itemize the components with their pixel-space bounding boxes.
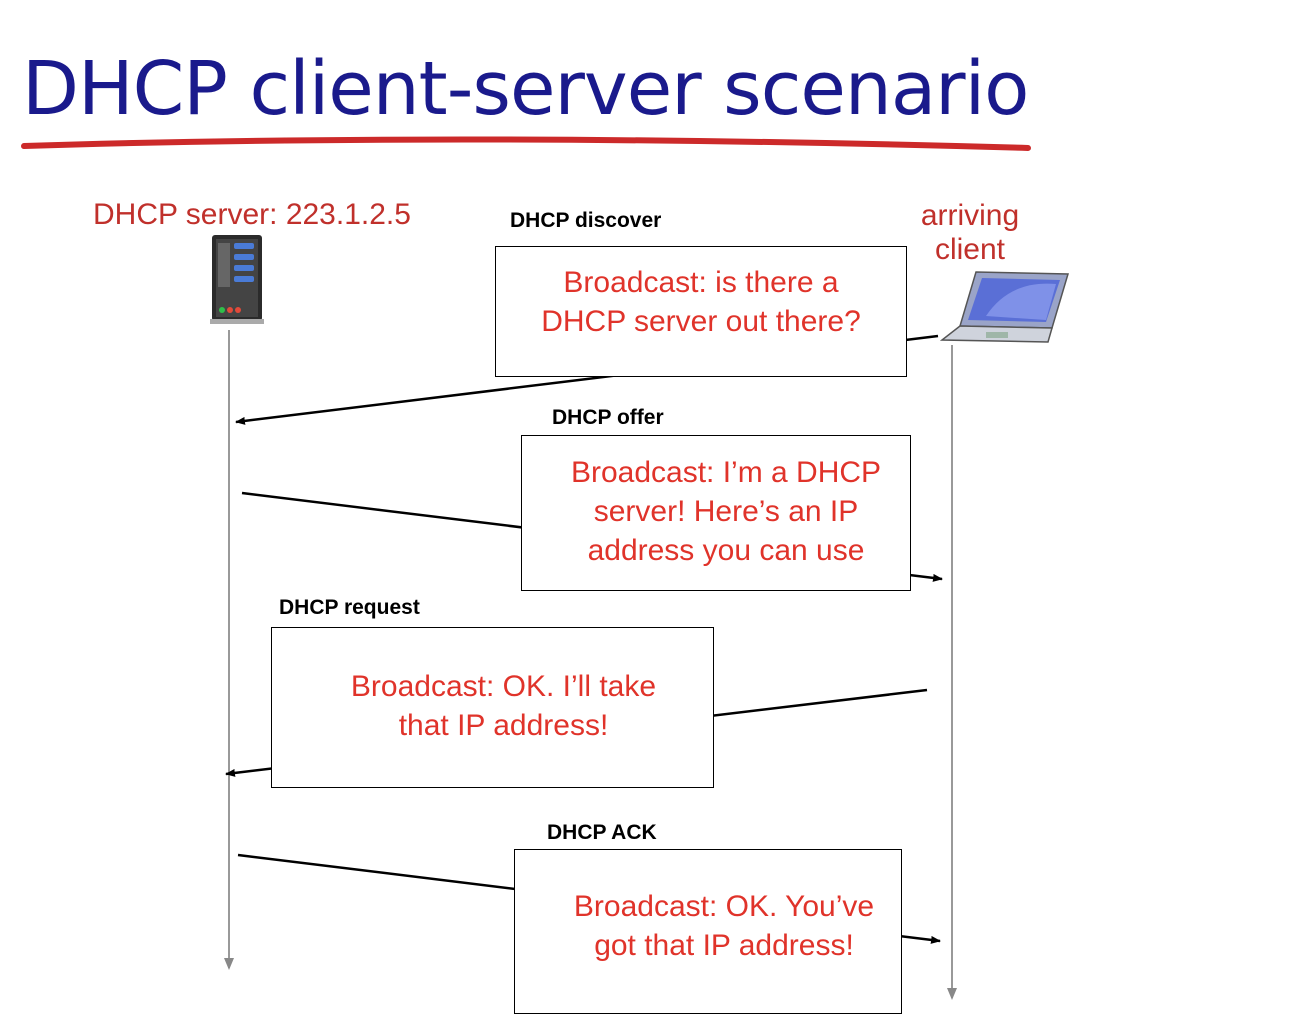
offer-text-line1: Broadcast: I’m a DHCP: [570, 455, 882, 489]
client-label: arriving client: [906, 199, 1034, 267]
discover-box: Broadcast: is there a DHCP server out th…: [495, 246, 907, 377]
request-text-line1: Broadcast: OK. I’ll take: [350, 669, 657, 703]
title-underline: [21, 136, 1031, 151]
page-title: DHCP client-server scenario: [22, 46, 1029, 132]
request-box: Broadcast: OK. I’ll take that IP address…: [271, 627, 714, 788]
server-label: DHCP server: 223.1.2.5: [93, 198, 411, 231]
ack-text-line1: Broadcast: OK. You’ve: [573, 889, 875, 923]
offer-text-line3: address you can use: [587, 533, 865, 567]
request-label: DHCP request: [279, 596, 420, 619]
client-label-line1: arriving: [920, 199, 1020, 232]
discover-text: Broadcast: is there a DHCP server out th…: [496, 263, 906, 341]
ack-text: Broadcast: OK. You’ve got that IP addres…: [515, 887, 901, 965]
laptop-icon: [940, 271, 1069, 343]
discover-label: DHCP discover: [510, 209, 662, 232]
offer-box: Broadcast: I’m a DHCP server! Here’s an …: [521, 435, 911, 591]
offer-text: Broadcast: I’m a DHCP server! Here’s an …: [522, 453, 910, 570]
request-text-line2: that IP address!: [398, 708, 609, 742]
offer-text-line2: server! Here’s an IP: [593, 494, 859, 528]
ack-label: DHCP ACK: [547, 821, 657, 844]
ack-text-line2: got that IP address!: [594, 928, 854, 962]
discover-text-line1: Broadcast: is there a: [563, 265, 839, 299]
offer-label: DHCP offer: [552, 406, 664, 429]
ack-box: Broadcast: OK. You’ve got that IP addres…: [514, 849, 902, 1014]
client-label-line2: client: [934, 233, 1006, 266]
server-icon: [210, 235, 264, 324]
request-text: Broadcast: OK. I’ll take that IP address…: [272, 667, 713, 745]
discover-text-line2: DHCP server out there?: [541, 304, 861, 338]
